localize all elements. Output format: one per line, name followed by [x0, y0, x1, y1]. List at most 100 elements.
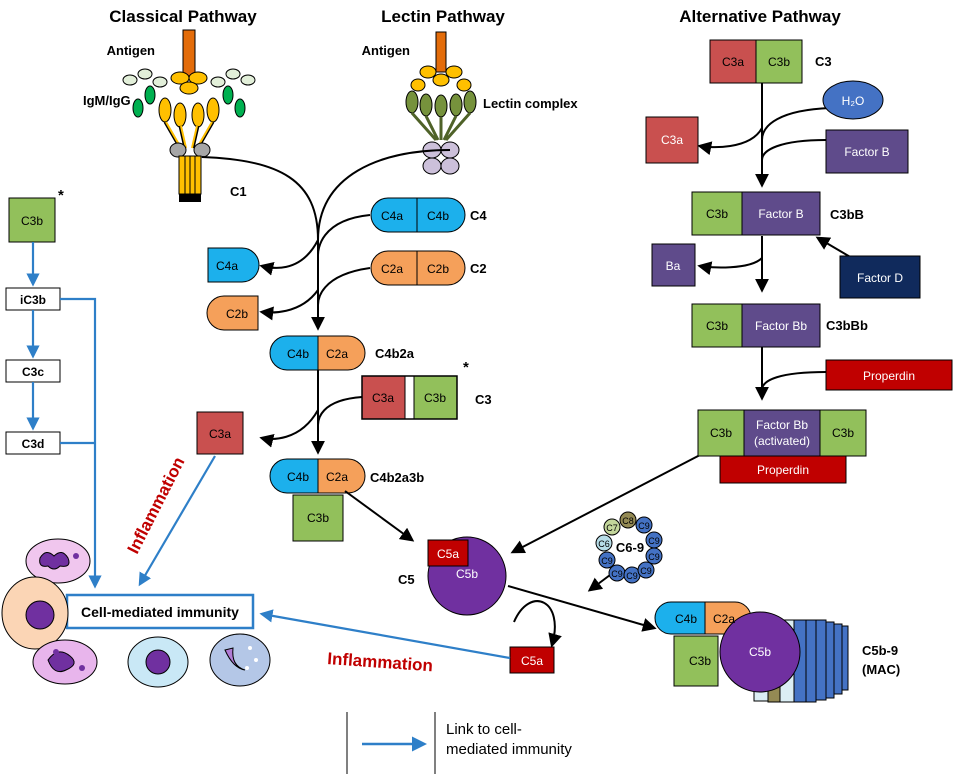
svg-text:C6: C6: [598, 539, 610, 549]
legend-text-line1: Link to cell-: [446, 721, 522, 738]
alternative-flow-arrows: [344, 82, 853, 554]
label-c5: C5: [398, 572, 415, 587]
asterisk-c3b: *: [58, 187, 64, 204]
label-c3bbb: C3bBb: [826, 318, 868, 333]
c2b-label: C2b: [427, 262, 449, 276]
c3bbb-complex: C3b Factor Bb: [691, 303, 821, 348]
c3b-degradation-column: C3b * iC3b C3c C3d: [5, 187, 64, 455]
svg-text:C9: C9: [626, 571, 638, 581]
cell-mediated-links: [26, 242, 511, 660]
svg-text:C5a: C5a: [437, 547, 459, 561]
svg-text:C3a: C3a: [722, 55, 744, 69]
svg-text:C2a: C2a: [713, 612, 735, 626]
svg-text:C5a: C5a: [521, 654, 543, 668]
mac-complex: C4b C2a C3b C5b: [654, 601, 849, 703]
c5a-released: C5a: [509, 646, 555, 674]
label-lectin-complex: Lectin complex: [483, 96, 578, 111]
svg-text:Properdin: Properdin: [863, 369, 915, 383]
antibody-c1-illustration: [122, 29, 256, 202]
cell-mediated-immunity-box: [65, 593, 255, 630]
svg-text:C7: C7: [606, 523, 618, 533]
svg-text:C2b: C2b: [226, 307, 248, 321]
svg-text:C4a: C4a: [216, 259, 238, 273]
svg-text:Factor B: Factor B: [758, 207, 803, 221]
ba-fragment: Ba: [651, 243, 696, 287]
label-antigen-classical: Antigen: [107, 43, 155, 58]
c3a-released-alternative: C3a: [645, 116, 699, 164]
svg-text:C3a: C3a: [661, 133, 683, 147]
label-c2: C2: [470, 261, 487, 276]
c3-molecule-alternative: C3a C3b: [709, 39, 803, 84]
c5-flow-arrows: [507, 574, 657, 648]
svg-text:C3b: C3b: [307, 511, 329, 525]
lectin-complex-illustration: [405, 31, 477, 175]
svg-text:C3a: C3a: [372, 391, 394, 405]
label-c4b2a3b: C4b2a3b: [370, 470, 424, 485]
svg-text:C9: C9: [640, 566, 652, 576]
svg-text:C3b: C3b: [706, 319, 728, 333]
c4a-label: C4a: [381, 209, 403, 223]
svg-text:Factor D: Factor D: [857, 271, 903, 285]
svg-text:C3c: C3c: [22, 365, 44, 379]
svg-text:C3d: C3d: [22, 437, 45, 451]
label-c1: C1: [230, 184, 247, 199]
svg-text:Factor Bb: Factor Bb: [755, 319, 807, 333]
svg-text:Factor B: Factor B: [844, 145, 889, 159]
c4b-label: C4b: [427, 209, 449, 223]
label-c3-classical: C3: [475, 392, 492, 407]
svg-text:C9: C9: [601, 556, 613, 566]
svg-text:C3b: C3b: [768, 55, 790, 69]
label-mac: (MAC): [862, 662, 900, 677]
header-classical: Classical Pathway: [109, 7, 257, 26]
inflammation-label-2: Inflammation: [327, 649, 434, 675]
svg-text:C3b: C3b: [710, 426, 732, 440]
header-alternative: Alternative Pathway: [679, 7, 841, 26]
label-c5b-9: C5b-9: [862, 643, 898, 658]
svg-text:C4b: C4b: [675, 612, 697, 626]
c2-molecule: C2a C2b: [370, 250, 466, 286]
c2b-released: C2b: [206, 295, 259, 331]
svg-text:C3b: C3b: [689, 654, 711, 668]
label-c4: C4: [470, 208, 487, 223]
svg-text:C9: C9: [648, 552, 660, 562]
c4-molecule: C4a C4b: [370, 197, 466, 233]
label-c3bb: C3bB: [830, 207, 864, 222]
svg-text:C5b: C5b: [456, 567, 478, 581]
c3-molecule-classical: C3a C3b: [361, 375, 458, 420]
inflammation-label-1: Inflammation: [124, 454, 189, 557]
svg-text:C4b: C4b: [287, 347, 309, 361]
svg-text:C9: C9: [611, 569, 623, 579]
label-c6-9: C6-9: [616, 540, 644, 555]
svg-text:iC3b: iC3b: [20, 293, 46, 307]
legend-text-line2: mediated immunity: [446, 741, 572, 758]
svg-text:C4b: C4b: [287, 470, 309, 484]
c6-9-components: C7 C8 C9 C6 C9 C9 C9 C9 C9 C9: [595, 511, 663, 584]
c3a-released-classical: C3a: [196, 411, 244, 455]
svg-text:H₂O: H₂O: [842, 94, 865, 108]
c4b2a3b-complex: C4b C2a C3b: [269, 458, 366, 542]
svg-text:C5b: C5b: [749, 645, 771, 659]
label-c3-alt: C3: [815, 54, 832, 69]
svg-text:C9: C9: [648, 536, 660, 546]
c4b2a-complex: C4b C2a: [269, 335, 366, 371]
classical-lectin-flow-arrows: [201, 149, 451, 455]
asterisk-c3: *: [463, 359, 469, 376]
c3bbb3b-properdin-complex: C3b Factor Bb (activated) C3b Properdin: [697, 409, 867, 484]
svg-text:C3a: C3a: [209, 427, 231, 441]
svg-text:C3b: C3b: [832, 426, 854, 440]
svg-text:Properdin: Properdin: [757, 463, 809, 477]
cell-mediated-immunity-label: Cell-mediated immunity: [81, 604, 239, 620]
legend: Link to cell- mediated immunity: [346, 712, 572, 774]
svg-text:C3b: C3b: [424, 391, 446, 405]
label-antigen-lectin: Antigen: [362, 43, 410, 58]
svg-text:Ba: Ba: [666, 259, 681, 273]
svg-text:C3b: C3b: [21, 214, 43, 228]
label-igm-igg: IgM/IgG: [83, 93, 131, 108]
h2o-molecule: H₂O: [822, 80, 884, 120]
immune-cells-illustration: [1, 538, 271, 688]
svg-text:C2a: C2a: [326, 347, 348, 361]
svg-text:Factor Bb: Factor Bb: [756, 418, 808, 432]
label-c4b2a: C4b2a: [375, 346, 415, 361]
properdin-free: Properdin: [825, 359, 953, 391]
